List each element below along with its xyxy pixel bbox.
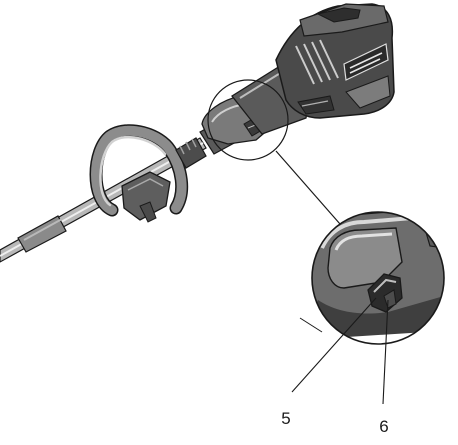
callout-6-label: 6 (379, 417, 388, 436)
callout-5-leader (291, 297, 377, 393)
detail-source-circle (207, 79, 289, 161)
motor-housing (231, 3, 395, 135)
detail-connector-line (275, 150, 341, 225)
auxiliary-handle (89, 124, 189, 223)
callout-6-leader (382, 299, 389, 405)
callout-5-label: 5 (281, 409, 290, 428)
detail-magnified-view (311, 211, 445, 345)
shaft-grip-sleeve (17, 215, 67, 253)
lock-button (383, 289, 397, 309)
housing-vents (295, 39, 339, 85)
